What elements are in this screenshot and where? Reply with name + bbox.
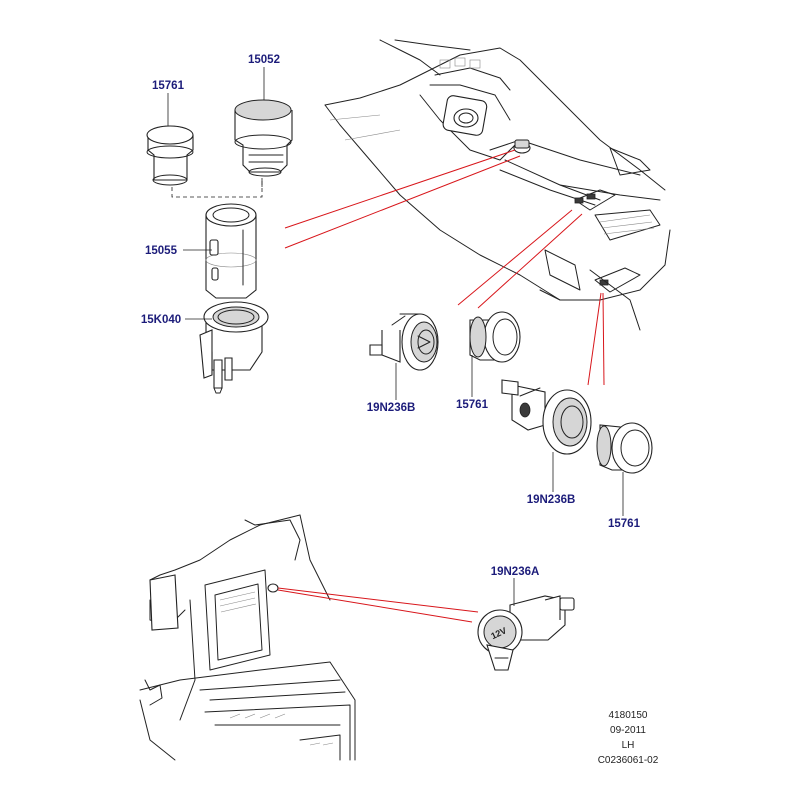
callout-15761-middle: 15761 (456, 399, 489, 411)
socket-19N236B-right (501, 379, 592, 455)
holder-15K040 (199, 301, 269, 394)
center-console-illustration (324, 39, 671, 331)
lighter-15052 (234, 99, 293, 177)
callout-15K040: 15K040 (141, 314, 181, 326)
footer-number: 4180150 (609, 710, 648, 721)
callout-15052: 15052 (248, 54, 280, 66)
callout-15761-top: 15761 (152, 80, 185, 92)
footer-side: LH (622, 740, 635, 751)
socket-19N236A (477, 595, 575, 671)
sleeve-15055 (205, 203, 257, 299)
footer-code: C0236061-02 (598, 755, 659, 766)
cap-15761-right (596, 422, 653, 474)
footer-date: 09-2011 (610, 725, 646, 736)
callout-15055: 15055 (145, 245, 178, 257)
cap-15761-middle (469, 311, 521, 363)
callout-15761-right: 15761 (608, 518, 641, 530)
luggage-compartment-illustration (139, 514, 356, 761)
callout-19N236B-middle: 19N236B (367, 402, 416, 414)
callout-19N236A: 19N236A (491, 566, 540, 578)
callout-19N236B-right: 19N236B (527, 494, 576, 506)
cap-15761-top (146, 125, 194, 186)
socket-19N236B-middle (369, 313, 439, 371)
